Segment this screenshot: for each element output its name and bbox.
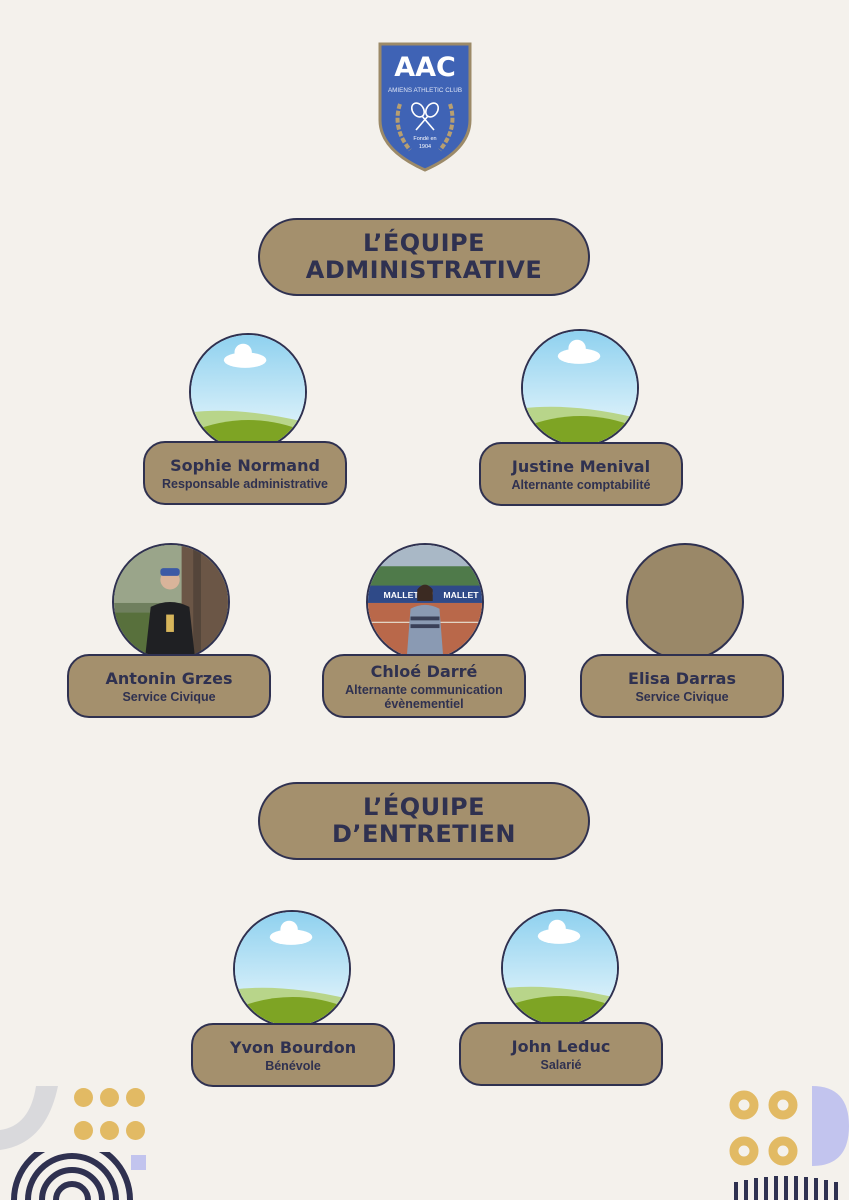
- section-title-admin-line2: ADMINISTRATIVE: [305, 256, 543, 284]
- member-role: Alternante communication évènementiel: [345, 682, 503, 711]
- member-card-chloe: Chloé Darré Alternante communication évè…: [322, 654, 526, 718]
- landscape-placeholder-icon: [523, 331, 637, 445]
- member-name: Antonin Grzes: [105, 668, 233, 688]
- gold-dot-decoration: [74, 1121, 93, 1140]
- member-role: Service Civique: [635, 689, 729, 704]
- member-role: Responsable administrative: [161, 476, 329, 491]
- shield-logo-icon: AAC AMIENS ATHLETIC CLUB Fondé en 1904: [378, 42, 472, 172]
- quarter-ring-decoration-icon: [0, 1086, 58, 1150]
- member-card-antonin: Antonin Grzes Service Civique: [67, 654, 271, 718]
- member-role: Bénévole: [265, 1058, 321, 1073]
- avatar-placeholder-justine: [521, 329, 639, 447]
- lavender-square-decoration: [131, 1155, 146, 1170]
- member-role: Service Civique: [122, 689, 216, 704]
- section-title-admin: L’ÉQUIPE ADMINISTRATIVE: [258, 218, 590, 296]
- logo-club-name: AMIENS ATHLETIC CLUB: [388, 87, 462, 94]
- member-name: John Leduc: [511, 1036, 611, 1056]
- section-title-maint-line1: L’ÉQUIPE: [362, 793, 486, 821]
- avatar-placeholder-john: [501, 909, 619, 1027]
- member-name: Chloé Darré: [370, 661, 478, 681]
- concentric-arcs-decoration-icon: [11, 1152, 133, 1200]
- gold-dot-decoration: [126, 1121, 145, 1140]
- member-card-elisa: Elisa Darras Service Civique: [580, 654, 784, 718]
- club-logo: AAC AMIENS ATHLETIC CLUB Fondé en 1904: [378, 42, 472, 172]
- lavender-half-circle-decoration-icon: [812, 1086, 849, 1166]
- avatar-placeholder-yvon: [233, 910, 351, 1028]
- section-title-admin-line1: L’ÉQUIPE: [362, 229, 486, 257]
- gold-dot-decoration: [100, 1088, 119, 1107]
- landscape-placeholder-icon: [235, 912, 349, 1026]
- gold-dot-decoration: [74, 1088, 93, 1107]
- landscape-placeholder-icon: [503, 911, 617, 1025]
- member-card-john: John Leduc Salarié: [459, 1022, 663, 1086]
- avatar-empty-elisa: [626, 543, 744, 661]
- section-title-maintenance: L’ÉQUIPE D’ENTRETIEN: [258, 782, 590, 860]
- avatar-photo-chloe: MALLET MALLET: [366, 543, 484, 661]
- logo-initials: AAC: [394, 52, 456, 83]
- member-name: Yvon Bourdon: [229, 1037, 357, 1057]
- avatar-photo-antonin: [112, 543, 230, 661]
- stripe-arch-decoration-icon: [734, 1176, 838, 1200]
- member-role: Alternante comptabilité: [511, 477, 651, 492]
- section-title-maint-line2: D’ENTRETIEN: [331, 820, 517, 848]
- logo-founded-label: Fondé en: [413, 136, 436, 142]
- member-card-justine: Justine Menival Alternante comptabilité: [479, 442, 683, 506]
- landscape-placeholder-icon: [191, 335, 305, 449]
- member-name: Justine Menival: [511, 456, 651, 476]
- banner-text: MALLET: [443, 590, 479, 600]
- member-card-yvon: Yvon Bourdon Bénévole: [191, 1023, 395, 1087]
- member-role: Salarié: [540, 1057, 582, 1072]
- person-photo-icon: [114, 545, 228, 659]
- gold-dot-decoration: [100, 1121, 119, 1140]
- member-card-sophie: Sophie Normand Responsable administrativ…: [143, 441, 347, 505]
- gold-dot-decoration: [126, 1088, 145, 1107]
- gold-ring-decoration-icon: [729, 1090, 798, 1166]
- person-photo-icon: MALLET MALLET: [368, 545, 482, 659]
- member-name: Sophie Normand: [170, 455, 320, 475]
- member-name: Elisa Darras: [628, 668, 736, 688]
- banner-text: MALLET: [383, 590, 419, 600]
- avatar-placeholder-sophie: [189, 333, 307, 451]
- logo-founded-year: 1904: [419, 144, 431, 150]
